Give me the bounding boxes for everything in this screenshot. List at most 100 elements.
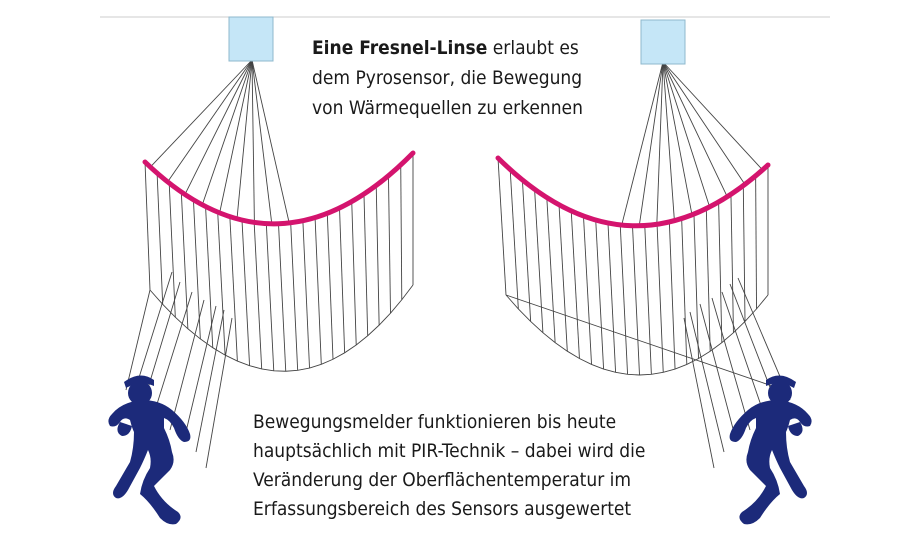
right-curtain-line	[681, 218, 688, 365]
left-curtain-bottom	[149, 284, 414, 372]
right-curtain-line	[521, 179, 532, 322]
left-beam	[219, 59, 253, 213]
top-caption: Eine Fresnel-Linse erlaubt es dem Pyrose…	[312, 33, 642, 123]
right-running-person-icon	[729, 375, 812, 525]
left-curtain-line	[278, 223, 287, 372]
left-curtain-line	[290, 222, 299, 371]
left-beam	[251, 59, 290, 224]
left-curtain-line	[205, 206, 214, 348]
left-figure-rays	[125, 271, 233, 469]
right-curtain-line	[607, 222, 617, 373]
right-curtain-line	[668, 221, 676, 370]
left-beam	[201, 59, 253, 205]
right-beam	[662, 61, 711, 208]
left-curtain-line	[363, 194, 369, 336]
left-curtain-line	[265, 223, 275, 371]
left-ray	[183, 305, 217, 441]
left-sensor-beams	[149, 59, 290, 224]
right-curtain-line	[619, 224, 629, 375]
right-beam	[662, 61, 693, 215]
left-ray	[205, 317, 233, 469]
left-curtain-line	[192, 199, 201, 339]
right-curtain-line	[693, 214, 699, 359]
right-curtain-line	[497, 157, 507, 296]
left-ray	[169, 299, 205, 431]
right-curtain-line	[509, 169, 519, 309]
left-curtain-line	[400, 164, 403, 300]
caption-top-line1: erlaubt es	[487, 37, 579, 59]
right-ray	[683, 317, 715, 469]
caption-bottom-line4: Erfassungsbereich des Sensors ausgewerte…	[253, 498, 632, 520]
right-beam	[656, 61, 664, 225]
right-curtain-line	[742, 185, 746, 322]
right-curtain-line	[644, 225, 652, 375]
left-curtain-line	[351, 201, 357, 345]
left-beam	[167, 59, 253, 183]
left-curtain-line	[156, 173, 164, 305]
left-beam	[251, 59, 273, 224]
left-beam	[251, 59, 255, 223]
left-ray	[195, 309, 225, 453]
right-ray	[721, 291, 767, 421]
right-beam	[638, 61, 664, 226]
right-curtain-bottom	[505, 294, 769, 376]
right-curtain-line	[730, 194, 734, 333]
left-running-person-icon	[108, 375, 191, 525]
right-beam	[662, 61, 675, 221]
left-curtain-line	[180, 191, 189, 329]
bottom-caption: Bewegungsmelder funktionieren bis heute …	[253, 408, 683, 524]
right-curtain-line	[632, 225, 640, 376]
left-beam	[149, 59, 253, 168]
caption-bottom-line3: Veränderung der Oberflächentemperatur im	[253, 469, 632, 491]
right-pyro-sensor	[640, 19, 686, 65]
right-beam	[662, 61, 746, 185]
right-curtain-line	[583, 215, 592, 365]
right-edge-ray	[505, 294, 785, 391]
left-pyro-sensor	[228, 16, 274, 62]
right-curtain-line	[755, 175, 757, 309]
right-beam	[662, 61, 763, 171]
left-beam	[184, 59, 253, 195]
right-ray	[689, 311, 725, 453]
left-curtain-line	[388, 175, 391, 314]
caption-top-line2: dem Pyrosensor, die Bewegung	[312, 67, 583, 89]
right-detection-curtain	[497, 157, 769, 376]
left-detection-curtain	[144, 153, 414, 372]
left-curtain-line	[229, 216, 238, 362]
left-curtain-line	[302, 220, 310, 369]
caption-top-bold: Eine Fresnel-Linse	[312, 37, 488, 59]
left-curtain-line	[144, 161, 151, 291]
caption-top-line3: von Wärmequellen zu erkennen	[312, 97, 583, 119]
right-ray	[699, 303, 737, 441]
right-curtain-line	[595, 219, 605, 370]
right-curtain-line	[534, 189, 544, 333]
right-curtain-line	[546, 197, 556, 343]
left-curtain-line	[217, 212, 226, 356]
left-curtain-line	[241, 220, 251, 366]
right-beam	[662, 61, 728, 197]
left-curtain-line	[375, 185, 380, 326]
left-sensor-assembly	[108, 16, 416, 525]
right-curtain-line	[705, 208, 711, 352]
left-ray	[151, 291, 193, 421]
right-ray	[711, 297, 751, 431]
left-curtain-line	[314, 217, 322, 365]
right-sensor-beams	[621, 61, 763, 226]
left-beam	[236, 59, 253, 219]
right-sensor-assembly	[495, 19, 812, 525]
right-beam	[621, 61, 664, 226]
left-curtain-line	[326, 213, 334, 360]
right-curtain-line	[656, 224, 664, 373]
caption-bottom-line1: Bewegungsmelder funktionieren bis heute	[253, 411, 617, 433]
left-edge-ray	[125, 289, 151, 391]
right-curtain-line	[718, 201, 723, 343]
right-fresnel-lens	[495, 155, 771, 229]
caption-bottom-line2: hauptsächlich mit PIR-Technik – dabei wi…	[253, 440, 646, 462]
left-curtain-line	[168, 183, 176, 318]
left-curtain-line	[253, 222, 263, 369]
left-curtain-line	[339, 208, 346, 353]
left-fresnel-lens	[142, 150, 416, 227]
right-curtain-line	[558, 204, 568, 352]
right-curtain-line	[570, 210, 580, 359]
